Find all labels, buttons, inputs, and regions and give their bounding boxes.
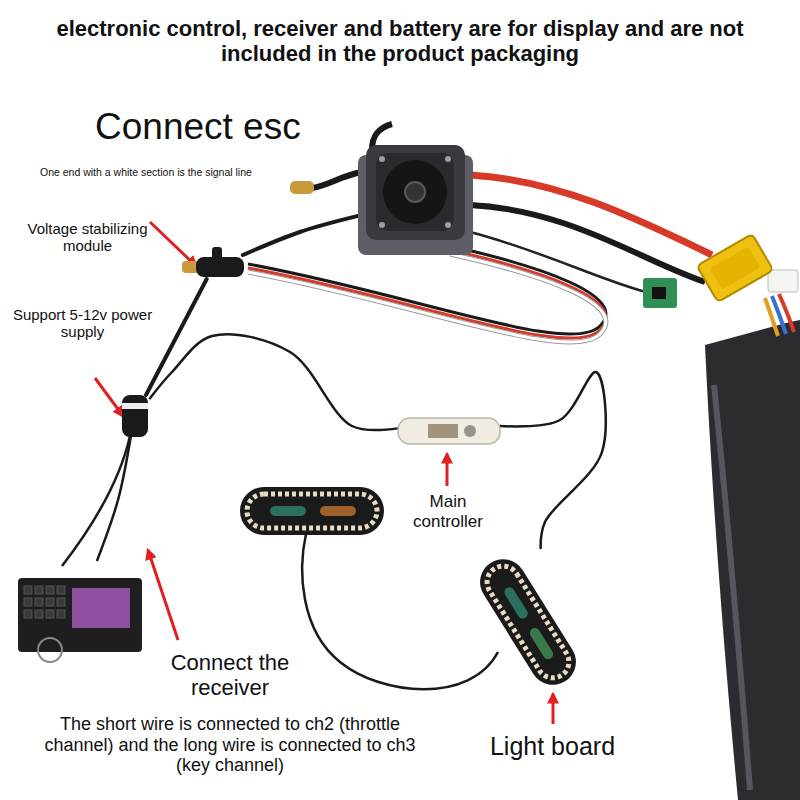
servo-wire-outline (248, 254, 606, 342)
receiver-body (18, 578, 142, 652)
pin-header (24, 586, 32, 594)
light-wire (302, 534, 498, 689)
node-outline (120, 395, 150, 437)
pin-header (57, 586, 65, 594)
node-outline (472, 548, 584, 696)
xt60-connector (697, 234, 773, 302)
fan (383, 160, 447, 224)
light-board-group (471, 550, 584, 693)
leader-arrow (150, 222, 196, 266)
callout-title: Connect the receiver (150, 650, 310, 701)
balance-wire (779, 294, 794, 332)
wire-connector (150, 334, 398, 430)
balance-plug (768, 270, 798, 292)
connector-layer (97, 216, 605, 560)
pin-header (46, 598, 54, 606)
pin-header (35, 610, 43, 618)
xt60-body (697, 234, 773, 302)
screw (379, 156, 385, 162)
light-slot (528, 626, 555, 661)
light-board: Light board (472, 548, 584, 696)
esc: Connect escOne end with a white section … (358, 145, 473, 255)
pin-header (24, 598, 32, 606)
fan-housing (376, 153, 454, 231)
pin-header (24, 610, 32, 618)
servo-wire (248, 250, 606, 338)
controller-tube (398, 418, 500, 444)
wire-connector (146, 279, 207, 395)
switch-button (652, 287, 666, 299)
node-outline (182, 255, 244, 279)
controller-part (464, 425, 476, 437)
wire-connector (500, 372, 606, 548)
leader-arrow (148, 550, 178, 640)
signal-wire (248, 254, 606, 342)
pin-header (35, 586, 43, 594)
controller-chip (428, 424, 458, 438)
bullet-connector (290, 181, 314, 194)
screw (445, 222, 451, 228)
battery-reflection (714, 385, 750, 790)
callout-note: One end with a white section is the sign… (40, 166, 340, 178)
light-slot (320, 506, 356, 516)
pin-header (57, 610, 65, 618)
callout-title: Light board (465, 732, 640, 761)
callout-label: Voltage stabilizing module (5, 220, 170, 255)
junction-body (122, 395, 148, 437)
leader-arrow (552, 694, 555, 724)
node-outline (10, 560, 150, 660)
power-junction: Support 5-12v power supply (120, 395, 150, 437)
light-board-body (240, 487, 384, 535)
pin-header (57, 598, 65, 606)
wire-connector (243, 216, 358, 255)
pin-header (35, 598, 43, 606)
screw (445, 156, 451, 162)
voltage-module: Voltage stabilizing module (182, 255, 244, 279)
esc-top (366, 145, 465, 240)
main-controller: Main controller (398, 416, 500, 446)
leader-arrow (446, 454, 449, 486)
junction-tape (122, 403, 148, 409)
pin-header (46, 586, 54, 594)
callout-title: Connect esc (95, 106, 365, 149)
module-body (196, 257, 244, 277)
light-board-body (471, 550, 584, 693)
switch-board (643, 278, 677, 308)
xt60-face (710, 247, 760, 290)
receiver-label (72, 588, 130, 628)
light-slot (503, 585, 530, 620)
battery (705, 320, 800, 800)
antenna-loop (38, 638, 62, 662)
node-outline (358, 145, 473, 255)
wire-connector (97, 437, 130, 560)
receiver: Connect the receiverThe short wire is co… (10, 560, 150, 660)
node-outline (398, 416, 500, 446)
pin-header (46, 610, 54, 618)
callout-label: Support 5-12v power supply (0, 306, 165, 341)
motor-lead (312, 172, 362, 188)
receiver-wire (62, 436, 130, 566)
leader-arrow (95, 378, 123, 416)
callout-label: Main controller (398, 492, 498, 531)
page-title: electronic control, receiver and battery… (10, 16, 790, 67)
fan-hub (405, 182, 425, 202)
light-board (240, 487, 384, 535)
callout-note: The short wire is connected to ch2 (thro… (40, 714, 420, 776)
light-slot (270, 506, 306, 516)
led-ring (481, 560, 575, 684)
servo-wire (248, 246, 606, 334)
screw (379, 222, 385, 228)
led-ring (247, 494, 377, 528)
